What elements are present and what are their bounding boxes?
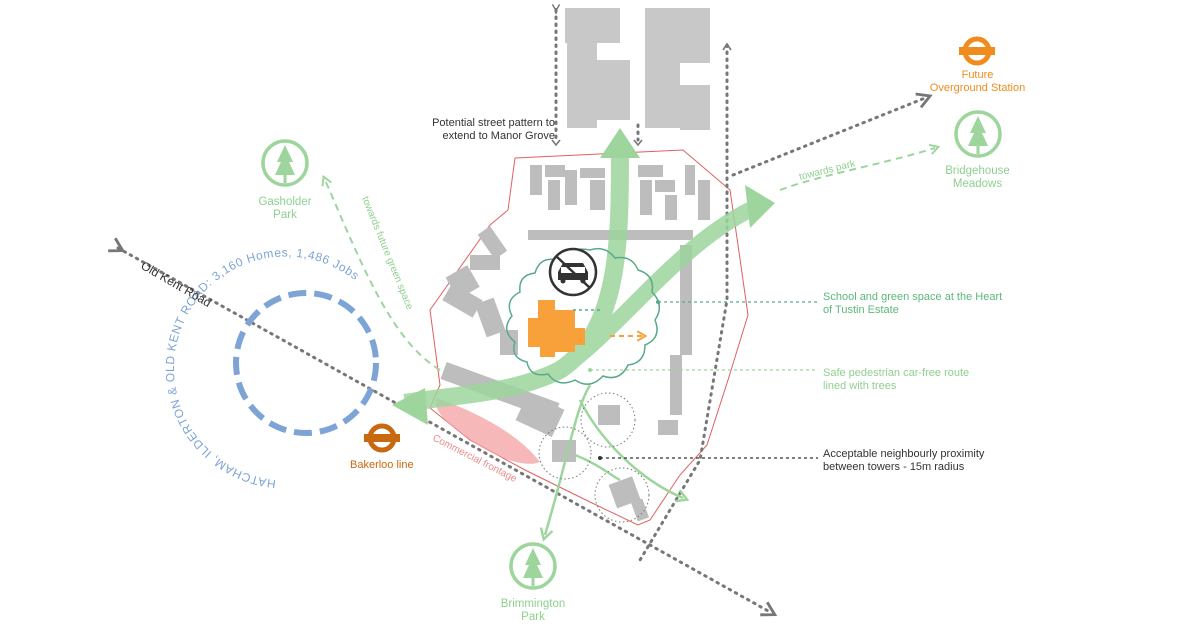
bakerloo-line-label: Bakerloo line [350,459,414,471]
park-tree-icon [261,139,309,187]
safe-route-label: Safe pedestrian car-free route lined wit… [823,367,970,392]
buildings-north [565,8,710,130]
heart-green-space [506,247,661,385]
school-green-space-label: School and green space at the Heart of T… [823,291,1003,316]
brimmington-park-label: Brimmington Park [500,598,566,623]
green-arrowhead-west [392,388,428,425]
pedestrian-paths [539,384,690,542]
green-arrowhead-east [745,185,775,228]
school-building [528,300,585,357]
towards-park-label: towards park [798,158,857,183]
grey-routes [108,8,933,617]
gasholder-park-label: Gasholder Park [258,196,312,221]
park-tree-icon [509,542,557,590]
park-tree-icon [954,110,1002,158]
green-dashed-routes [321,143,941,371]
bridgehouse-meadows-label: Bridgehouse Meadows [945,165,1010,190]
overground-station-icon [959,36,995,66]
towards-green-space-label: towards future green space [359,195,415,312]
tower-radius-circles [538,392,650,523]
street-pattern-label: Potential street pattern to extend to Ma… [432,117,555,142]
bakerloo-station-icon [364,423,400,453]
future-station-label: Future Overground Station [929,69,1026,94]
no-cars-icon [548,247,598,297]
green-arrowhead-north [600,128,640,158]
leader-lines [590,301,818,459]
growth-area-ring [233,290,379,436]
tower-proximity-label: Acceptable neighbourly proximity between… [823,448,985,473]
